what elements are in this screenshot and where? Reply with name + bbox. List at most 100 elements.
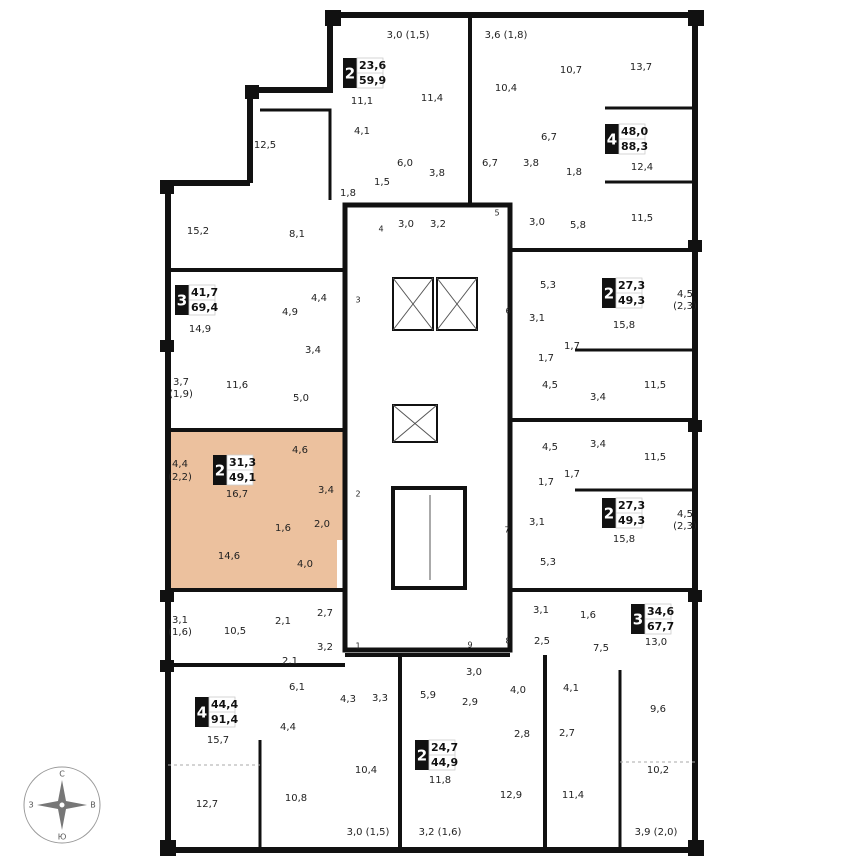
room-area-label: 3,6 (1,8) <box>485 30 528 41</box>
living-area: 24,7 <box>431 741 458 754</box>
room-area-label: 2,9 <box>462 697 478 708</box>
room-area-label: 1,8 <box>566 167 582 178</box>
rooms-count: 3 <box>633 611 643 629</box>
rooms-count-box <box>602 498 616 528</box>
room-area-label: 3,4 <box>590 439 606 450</box>
rooms-count-box <box>631 604 645 634</box>
total-area: 91,4 <box>211 713 238 726</box>
room-area-label: 4,5 <box>542 380 558 391</box>
rooms-count-box <box>605 124 619 154</box>
total-area: 49,3 <box>618 514 645 527</box>
living-area: 41,7 <box>191 286 218 299</box>
room-area-label: 13,7 <box>630 62 652 73</box>
room-area-label: 1,8 <box>340 188 356 199</box>
room-area-label: 5,3 <box>540 557 556 568</box>
room-area-label: (2,2) <box>168 472 192 483</box>
total-area: 59,9 <box>359 74 386 87</box>
total-area: 67,7 <box>647 620 674 633</box>
apartment-door-number: 4 <box>378 225 383 234</box>
room-area-label: 3,4 <box>318 485 334 496</box>
rooms-count-box <box>602 278 616 308</box>
room-area-label: 10,5 <box>224 626 246 637</box>
outer-walls <box>160 10 704 856</box>
room-area-label: 2,0 <box>314 519 330 530</box>
compass-north: С <box>59 770 65 779</box>
room-area-label: 3,3 <box>372 693 388 704</box>
apartment-badge[interactable]: 3 41,7 69,4 <box>175 284 218 316</box>
room-area-label: 4,5 <box>677 289 693 300</box>
room-area-label: 3,8 <box>429 168 445 179</box>
rooms-count-box <box>195 697 209 727</box>
room-area-label: 4,6 <box>292 445 308 456</box>
apartment-badge[interactable]: 2 31,3 49,1 <box>213 454 256 486</box>
total-area: 49,1 <box>229 471 256 484</box>
room-area-label: 3,2 <box>430 219 446 230</box>
living-area: 48,0 <box>621 125 648 138</box>
room-area-label: 12,7 <box>196 799 218 810</box>
apartment-badge[interactable]: 2 24,7 44,9 <box>415 739 458 771</box>
apartment-badge[interactable]: 2 27,3 49,3 <box>602 277 645 309</box>
room-area-label: 10,2 <box>647 765 669 776</box>
room-area-label: 3,4 <box>590 392 606 403</box>
compass-south: Ю <box>58 833 67 842</box>
room-area-label: 15,2 <box>187 226 209 237</box>
room-area-label: 4,4 <box>311 293 327 304</box>
room-area-label: 3,7 <box>173 377 189 388</box>
room-area-label: 16,7 <box>226 489 248 500</box>
room-area-label: 12,5 <box>254 140 276 151</box>
room-area-label: (1,9) <box>169 389 193 400</box>
room-area-label: 9,6 <box>650 704 666 715</box>
rooms-count: 2 <box>604 285 614 303</box>
rooms-count: 2 <box>604 505 614 523</box>
rooms-count-box <box>175 285 189 315</box>
room-area-label: 3,1 <box>529 313 545 324</box>
rooms-count-box <box>343 58 357 88</box>
room-area-label: 3,0 <box>466 667 482 678</box>
living-area: 31,3 <box>229 456 256 469</box>
room-area-label: 10,7 <box>560 65 582 76</box>
rooms-count-box <box>415 740 429 770</box>
total-area: 69,4 <box>191 301 218 314</box>
room-area-label: 10,8 <box>285 793 307 804</box>
room-area-label: 1,5 <box>374 177 390 188</box>
room-area-label: 2,1 <box>282 656 298 667</box>
room-area-label: 5,8 <box>570 220 586 231</box>
room-area-label: 2,5 <box>534 636 550 647</box>
rooms-count: 2 <box>417 747 427 765</box>
apartment-door-number: 5 <box>494 209 499 218</box>
room-area-label: 10,4 <box>355 765 377 776</box>
room-area-label: 11,8 <box>429 775 451 786</box>
highlighted-apartment[interactable] <box>168 430 345 590</box>
room-area-label: 6,7 <box>482 158 498 169</box>
room-area-label: 11,5 <box>644 452 666 463</box>
compass-rose: С З В Ю <box>23 766 101 844</box>
room-area-label: 13,0 <box>645 637 667 648</box>
rooms-count: 4 <box>197 704 207 722</box>
total-area: 44,9 <box>431 756 458 769</box>
interior-walls <box>168 15 695 850</box>
apartment-badge[interactable]: 2 27,3 49,3 <box>602 497 645 529</box>
apartment-badge[interactable]: 4 48,0 88,3 <box>605 123 648 155</box>
apartment-badge[interactable]: 2 23,6 59,9 <box>343 57 386 89</box>
room-area-label: 4,5 <box>542 442 558 453</box>
room-area-label: 4,4 <box>280 722 296 733</box>
room-area-label: 3,9 (2,0) <box>635 827 678 838</box>
total-area: 49,3 <box>618 294 645 307</box>
room-area-label: 3,2 (1,6) <box>419 827 462 838</box>
room-area-label: 11,1 <box>351 96 373 107</box>
room-area-label: 3,1 <box>172 615 188 626</box>
apartment-door-number: 3 <box>355 296 360 305</box>
room-area-label: (1,6) <box>168 627 192 638</box>
total-area: 88,3 <box>621 140 648 153</box>
room-area-label: 12,4 <box>631 162 653 173</box>
room-area-label: 15,8 <box>613 534 635 545</box>
room-area-label: 4,3 <box>340 694 356 705</box>
room-area-label: 3,0 (1,5) <box>347 827 390 838</box>
room-area-label: (2,3) <box>673 301 697 312</box>
apartment-badge[interactable]: 3 34,6 67,7 <box>631 603 674 635</box>
compass-west: З <box>28 801 33 810</box>
apartment-badge[interactable]: 4 44,4 91,4 <box>195 696 238 728</box>
room-area-label: 2,7 <box>317 608 333 619</box>
apartment-door-number: 9 <box>467 641 472 650</box>
